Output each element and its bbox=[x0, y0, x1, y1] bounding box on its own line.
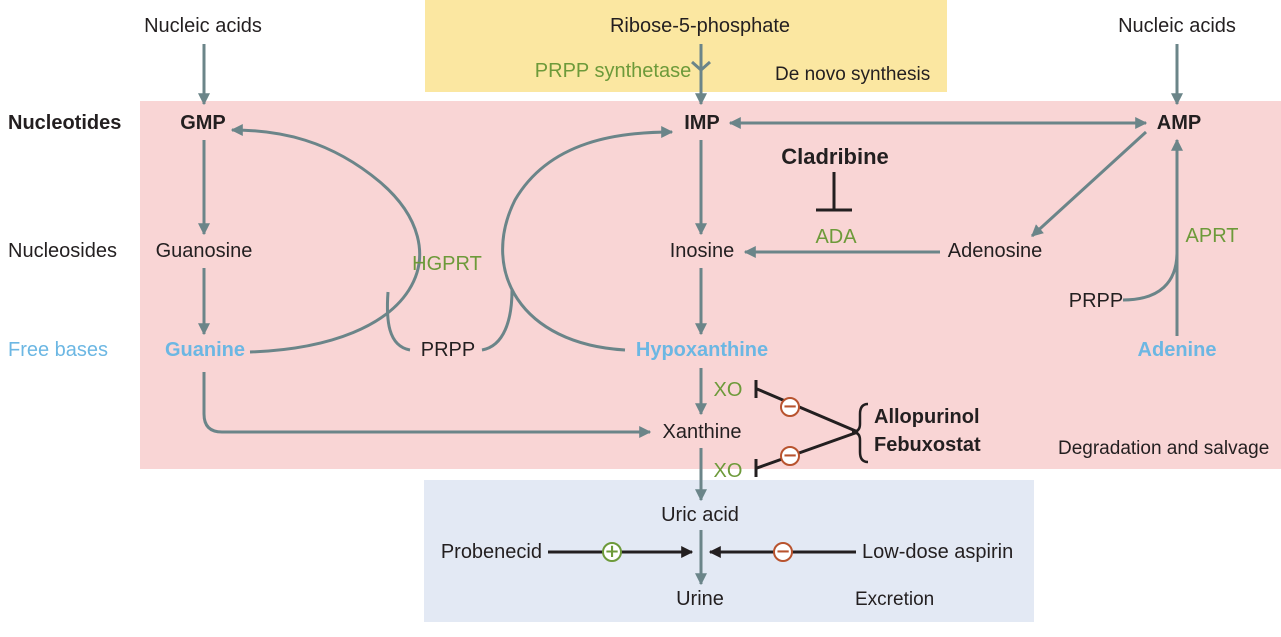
node-inosine: Inosine bbox=[669, 240, 735, 262]
de-novo-synthesis-region bbox=[425, 0, 947, 92]
arc-prpp-aprt bbox=[1122, 251, 1179, 302]
node-adenine: Adenine bbox=[1137, 339, 1217, 361]
row-label-nucleosides: Nucleosides bbox=[8, 240, 117, 262]
node-uric-acid: Uric acid bbox=[661, 504, 739, 526]
inhibit-line-top bbox=[756, 387, 859, 434]
enzyme-aprt: APRT bbox=[1185, 225, 1239, 247]
node-prpp-center: PRPP bbox=[420, 339, 476, 361]
node-urine: Urine bbox=[676, 588, 724, 610]
source-ribose-5-phosphate: Ribose-5-phosphate bbox=[609, 15, 791, 37]
enzyme-xo-bottom: XO bbox=[713, 460, 743, 482]
row-label-free-bases: Free bases bbox=[8, 339, 109, 361]
inhibit-line-bottom bbox=[756, 430, 859, 470]
source-nucleic-acids-right: Nucleic acids bbox=[1118, 15, 1236, 37]
drug-allopurinol: Allopurinol bbox=[874, 406, 980, 428]
node-prpp-right: PRPP bbox=[1068, 290, 1124, 312]
arc-hypoxanthine-to-imp bbox=[501, 126, 674, 352]
node-xanthine: Xanthine bbox=[662, 421, 742, 443]
arc-prpp-right bbox=[481, 289, 514, 352]
enzyme-ada: ADA bbox=[815, 226, 857, 248]
arrow-prpp-synthetase-tick bbox=[691, 60, 711, 73]
drug-low-dose-aspirin: Low-dose aspirin bbox=[862, 541, 1014, 563]
minus-icon-xo-top: − bbox=[780, 397, 800, 417]
enzyme-xo-top: XO bbox=[713, 379, 743, 401]
de-novo-label: De novo synthesis bbox=[775, 64, 931, 85]
row-label-nucleotides: Nucleotides bbox=[8, 112, 122, 134]
degradation-salvage-region bbox=[140, 101, 1281, 469]
node-amp: AMP bbox=[1156, 112, 1202, 134]
source-nucleic-acids-left: Nucleic acids bbox=[144, 15, 262, 37]
drug-febuxostat: Febuxostat bbox=[874, 434, 981, 456]
plus-icon-probenecid: + bbox=[602, 542, 622, 562]
node-imp: IMP bbox=[684, 112, 720, 134]
minus-icon-xo-bottom: − bbox=[780, 446, 800, 466]
node-guanosine: Guanosine bbox=[155, 240, 253, 262]
enzyme-hgprt: HGPRT bbox=[412, 253, 482, 275]
node-adenosine: Adenosine bbox=[947, 240, 1043, 262]
arrow-amp-to-adenosine bbox=[1030, 130, 1148, 238]
node-guanine: Guanine bbox=[164, 339, 246, 361]
arc-guanine-to-gmp bbox=[230, 124, 421, 354]
arc-prpp-left bbox=[385, 291, 411, 352]
minus-icon-aspirin: − bbox=[773, 542, 793, 562]
excretion-label: Excretion bbox=[855, 589, 935, 610]
arrow-guanine-to-xanthine bbox=[202, 372, 652, 438]
enzyme-prpp-synthetase: PRPP synthetase bbox=[534, 60, 692, 82]
node-hypoxanthine: Hypoxanthine bbox=[635, 339, 769, 361]
drug-brace bbox=[851, 402, 869, 464]
degradation-label: Degradation and salvage bbox=[1058, 438, 1270, 459]
drug-cladribine: Cladribine bbox=[781, 144, 889, 169]
node-gmp: GMP bbox=[180, 112, 226, 134]
drug-probenecid: Probenecid bbox=[440, 541, 542, 563]
